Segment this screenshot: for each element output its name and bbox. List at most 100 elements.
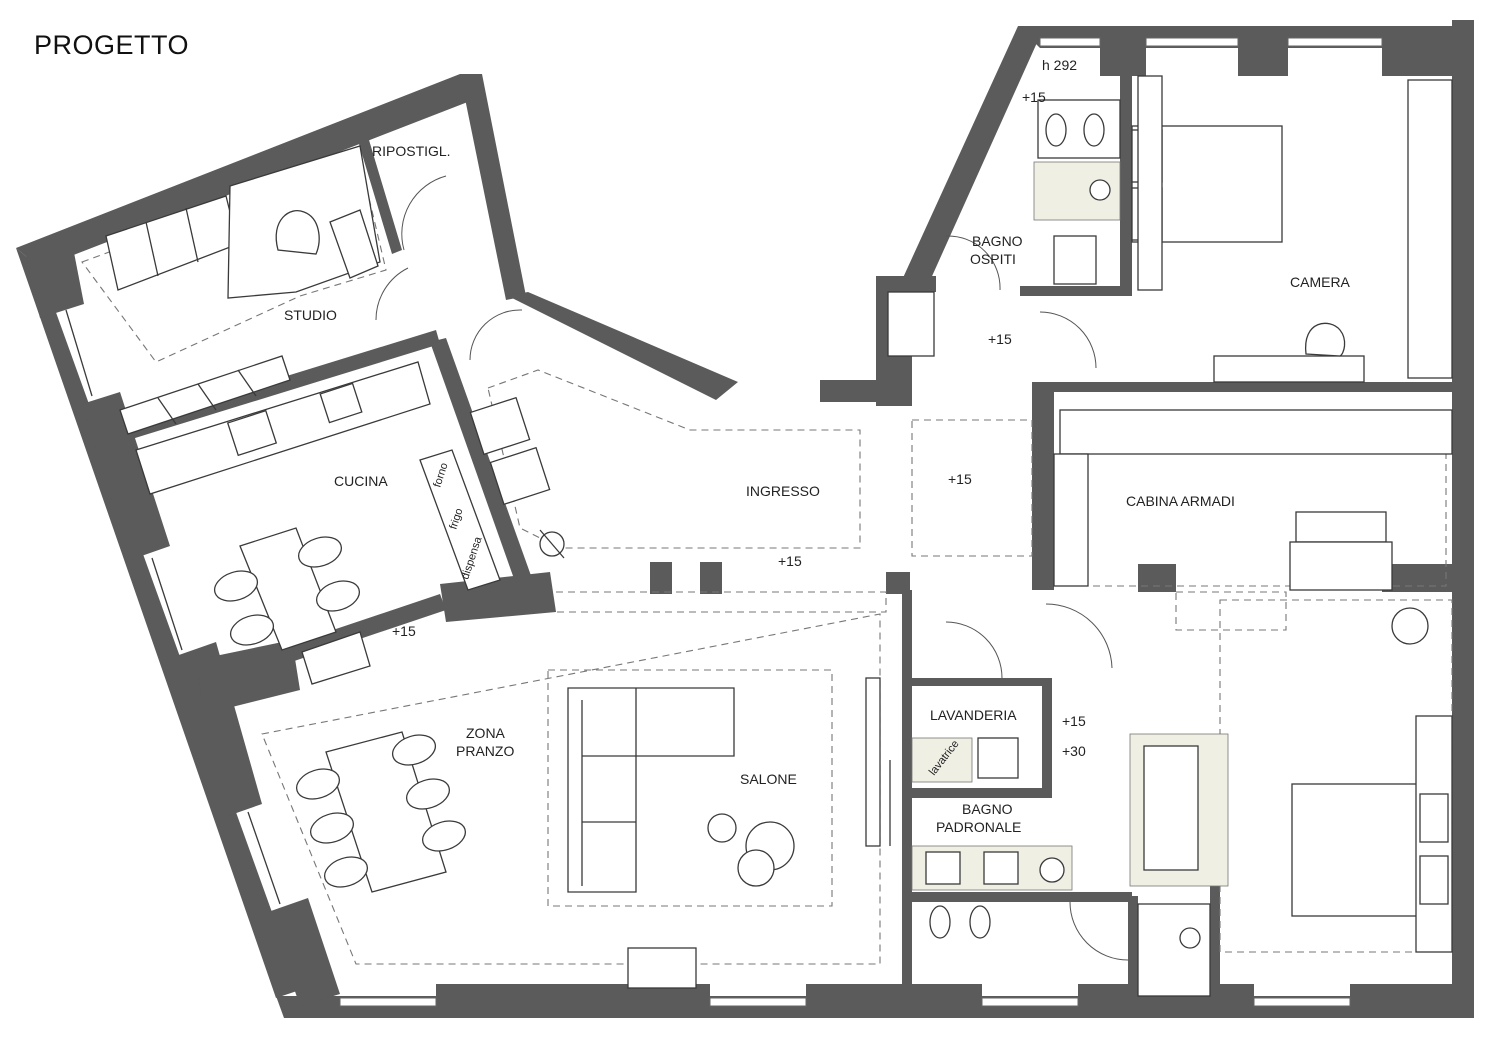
chair-cucina-3 [297,536,343,568]
pillow-master-2 [1419,855,1449,905]
zone-ingresso [487,369,861,549]
bagno-ospiti-fixtures [887,99,1121,369]
label-ingresso: INGRESSO [746,483,820,499]
window-bottom-4 [1253,997,1351,1007]
fan-master [1391,607,1429,645]
pier-4 [436,984,544,1006]
pier-left-4 [268,898,340,1006]
drain-ospiti [1089,179,1111,201]
window-left-3 [247,811,281,905]
window-top-1 [1039,37,1101,47]
sofa-line-1 [145,221,159,277]
wall-pilaster-3 [886,572,910,594]
chair-cucina-1 [213,570,259,602]
washer-lavanderia [911,737,973,783]
tall-units [419,449,501,591]
wc-padronale [929,905,951,939]
chair-pranzo-5 [405,778,451,810]
wardrobe-camera [1407,79,1453,379]
wall-pilaster-2 [700,562,722,594]
closet-ospiti [887,291,935,357]
zone-disimpegno [911,419,1033,557]
chair-pranzo-6 [421,820,467,852]
chair-pranzo-1 [295,768,341,800]
label-ripostiglio: RIPOSTIGL. [372,143,451,159]
wall-lavanderia-bottom [902,788,1052,798]
pier-left-1 [24,232,84,318]
sink-ospiti [1053,235,1097,285]
sofa-line-2 [185,207,199,263]
wall-bagno-ospiti-bottom [1020,286,1132,296]
chair-pranzo-3 [323,856,369,888]
door-ripostiglio [401,175,447,251]
chair-cucina-2 [229,614,275,646]
plan-title: PROGETTO [34,30,190,60]
wall-cabina-bottom-b [1382,564,1452,592]
level-labels: h 292 +15 +15 +15 +15 +15 +15 +30 [392,57,1086,759]
bed-master [1291,783,1421,917]
bookcase-diag-3 [237,369,257,397]
sofa-salone [567,687,735,893]
walls [16,20,1474,1018]
coffee-table-3 [737,849,775,887]
bookcase-diag-1 [157,397,177,425]
wall-vertical-center [1032,382,1046,590]
wc-ospiti [1045,113,1067,147]
sink-padronale-2 [983,851,1019,885]
nightstand-camera [1137,75,1163,291]
door-bagno-padr [1045,603,1113,669]
wall-top-diagonal [902,26,1040,294]
shoe-cabinet-2 [489,446,551,506]
studio-furniture [105,145,523,435]
wall-bagno-bottom-right [1210,828,1220,996]
label-salone: SALONE [740,771,797,787]
level-bagno-ospiti: +15 [1022,89,1046,105]
window-top-2 [1145,37,1239,47]
label-zona-pranzo-2: PRANZO [456,743,514,759]
wall-studio-right [460,74,526,300]
table-cucina [239,527,337,651]
hob-cucina [226,409,278,457]
level-disimpegno: +15 [988,331,1012,347]
zone-pranzo [261,613,881,965]
wall-ingresso-diagonal [508,292,738,400]
pier-left-2 [82,392,170,560]
label-cucina: CUCINA [334,473,388,489]
wall-disimpegno-left [886,276,936,292]
fan-padronale [1039,857,1065,883]
chair-camera [1305,322,1346,357]
wardrobe-cabina-top [1059,409,1453,455]
table-pranzo [325,731,447,893]
level-camera-b: +30 [1062,743,1086,759]
cucina-furniture [135,361,501,685]
wall-right-outer [1452,20,1474,1018]
label-bagno-ospiti-1: BAGNO [972,233,1023,249]
room-labels: RIPOSTIGL. STUDIO CUCINA INGRESSO BAGNO … [284,143,1351,835]
chair-studio [275,210,320,255]
bookcase-diag-2 [197,383,217,411]
chair-pranzo-4 [391,734,437,766]
label-lavanderia: LAVANDERIA [930,707,1017,723]
door-disimpegno [1039,311,1097,369]
pillow-master-1 [1419,793,1449,843]
label-studio: STUDIO [284,307,337,323]
wall-lavanderia-top [902,678,1050,686]
window-bottom-2 [709,997,807,1007]
wall-cabina-left [1046,392,1054,590]
wall-bagno-padronale-bottom [902,892,1132,902]
pier-6 [806,984,982,1006]
dresser-cabina [1289,541,1393,591]
window-left-1 [65,309,93,397]
label-bagno-padronale-1: BAGNO [962,801,1013,817]
wall-cabina-top [1040,382,1452,392]
drain-padronale [1179,927,1201,949]
radiator-salone [627,947,697,989]
bagni-fixtures [911,603,1229,997]
monitor-studio [329,209,379,279]
door-lavanderia [945,621,1003,679]
label-camera: CAMERA [1290,274,1351,290]
window-left-2 [151,557,183,651]
window-top-3 [1287,37,1383,47]
windows [65,37,1383,1007]
zone-camera-bottom [1175,591,1287,631]
